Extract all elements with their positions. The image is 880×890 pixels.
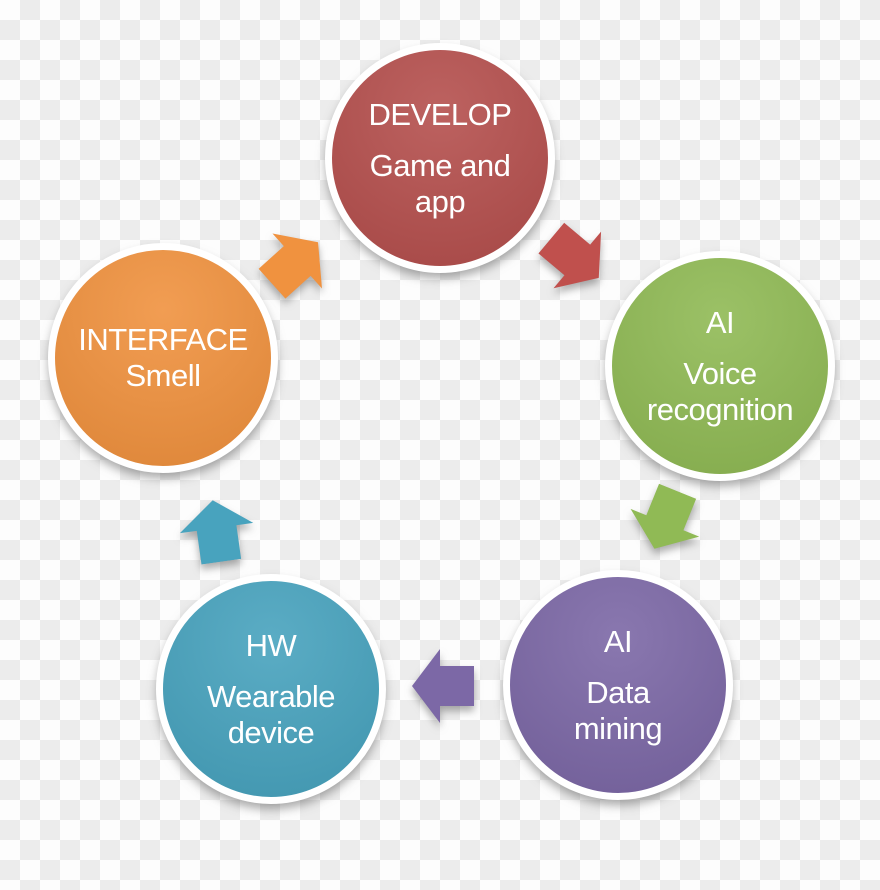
subtitle-line: device <box>227 714 315 750</box>
node-develop-subtitle: Game and app <box>370 148 511 220</box>
node-develop: DEVELOP Game and app <box>325 43 555 273</box>
node-hw: HW Wearable device <box>156 574 386 804</box>
node-develop-title: DEVELOP <box>368 96 512 132</box>
subtitle-line: Smell <box>125 358 201 393</box>
node-ai-data-subtitle: Data mining <box>573 674 663 747</box>
subtitle-line: Game and <box>369 147 511 183</box>
subtitle-line: Data <box>586 674 650 710</box>
node-ai-voice-title: AI <box>705 304 735 340</box>
arrow-hw-to-interface-icon <box>179 494 254 568</box>
node-hw-subtitle: Wearable device <box>206 678 336 751</box>
arrow-ai-data-to-hw-icon <box>412 649 474 723</box>
node-interface: INTERFACE Smell <box>48 243 278 473</box>
node-ai-data: AI Data mining <box>503 570 733 800</box>
node-ai-voice-subtitle: Voice recognition <box>646 355 794 428</box>
subtitle-line: app <box>414 183 466 219</box>
node-interface-title: INTERFACE <box>78 322 248 357</box>
subtitle-line: Voice <box>683 355 757 391</box>
node-ai-voice: AI Voice recognition <box>605 251 835 481</box>
node-interface-subtitle: Smell <box>125 358 201 394</box>
arrow-develop-to-ai-voice-icon <box>538 221 606 295</box>
subtitle-line: Wearable <box>206 678 336 714</box>
arrow-ai-voice-to-ai-data-icon <box>630 483 700 557</box>
arrow-interface-to-develop-icon <box>258 226 326 300</box>
node-ai-data-title: AI <box>603 623 633 659</box>
subtitle-line: recognition <box>646 391 794 427</box>
subtitle-line: mining <box>573 710 663 746</box>
node-hw-title: HW <box>245 627 297 663</box>
